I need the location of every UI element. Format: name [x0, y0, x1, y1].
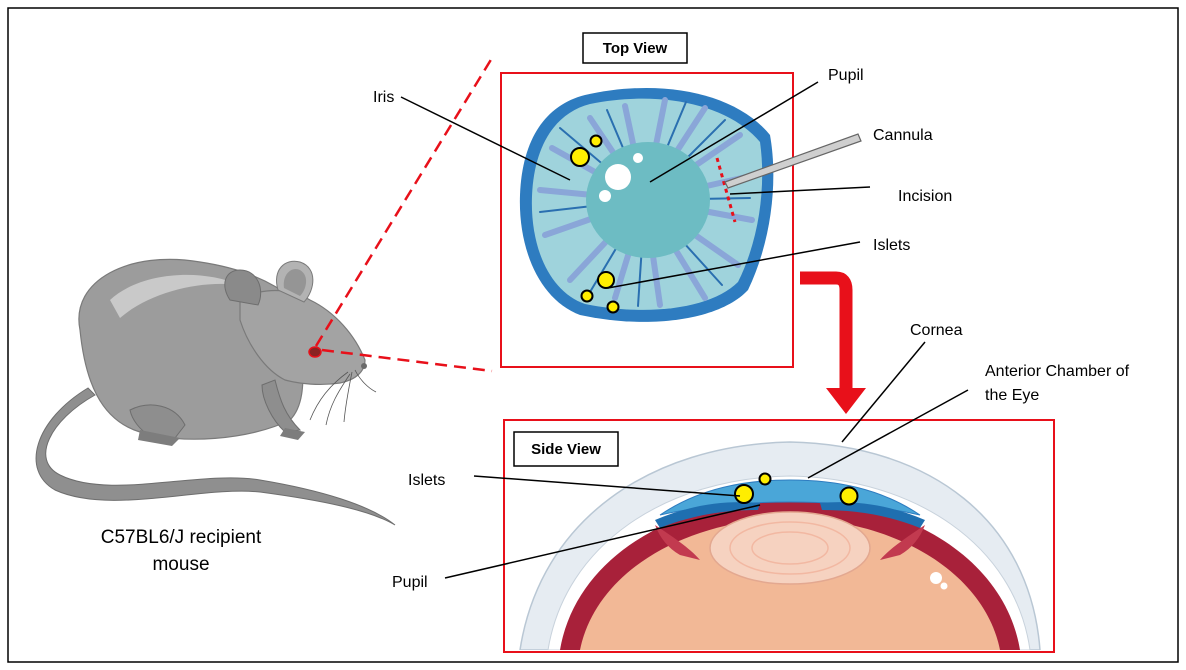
highlight-large — [930, 572, 942, 584]
label-pupil-side: Pupil — [392, 574, 428, 591]
top-view-title: Top View — [603, 40, 668, 57]
mouse-caption-line1: C57BL6/J recipient — [101, 527, 262, 548]
label-cannula: Cannula — [873, 127, 933, 144]
islet — [598, 272, 614, 288]
islet — [760, 474, 771, 485]
islet — [735, 485, 753, 503]
islet — [582, 291, 593, 302]
label-pupil-top: Pupil — [828, 67, 864, 84]
islet — [841, 488, 858, 505]
islet — [571, 148, 589, 166]
mouse-nose — [361, 363, 367, 369]
label-anterior-line1: Anterior Chamber of — [985, 363, 1130, 380]
mouse-caption-line2: mouse — [152, 554, 209, 575]
highlight-small — [941, 583, 948, 590]
islet — [608, 302, 619, 313]
reflection-large — [605, 164, 631, 190]
reflection-small — [599, 190, 611, 202]
mouse-illustration — [36, 259, 395, 525]
label-islets-top: Islets — [873, 237, 910, 254]
label-anterior-line2: the Eye — [985, 387, 1039, 404]
label-incision: Incision — [898, 188, 952, 205]
mouse-ear-back — [225, 270, 261, 305]
label-islets-side: Islets — [408, 472, 445, 489]
top-view-eye — [520, 88, 861, 322]
reflection-tiny — [633, 153, 643, 163]
mouse-eye — [309, 347, 321, 357]
transition-arrow-head — [826, 388, 866, 414]
zoom-line-upper — [316, 58, 492, 346]
side-view-title: Side View — [531, 441, 601, 458]
side-view-eye — [520, 442, 1040, 650]
lens — [710, 512, 870, 584]
transition-arrow — [800, 278, 846, 392]
islet — [591, 136, 602, 147]
label-iris: Iris — [373, 89, 394, 106]
label-cornea: Cornea — [910, 322, 963, 339]
